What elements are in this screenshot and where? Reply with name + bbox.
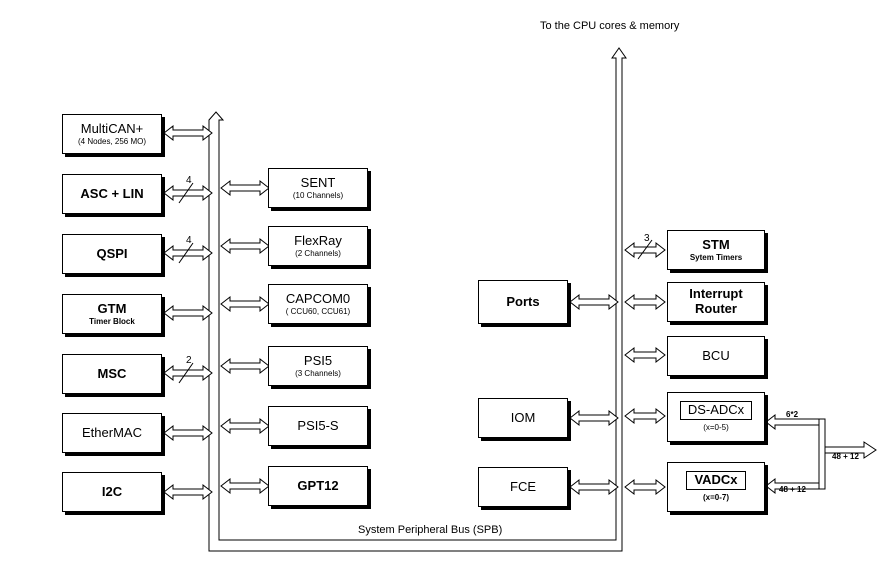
arrow-ethermac-bus — [163, 425, 213, 441]
gpt12-block: GPT12 — [268, 466, 368, 506]
dsadc-subtitle: (x=0-5) — [703, 423, 729, 433]
arrow-multican-bus — [163, 125, 213, 141]
dsadc-block: DS-ADCx (x=0-5) — [667, 392, 765, 442]
iom-block: IOM — [478, 398, 568, 438]
arrow-bus-gpt12 — [220, 478, 270, 494]
arrow-adc-output — [824, 441, 877, 459]
stm-block: STM Sytem Timers — [667, 230, 765, 270]
ports-title: Ports — [506, 293, 540, 309]
interrupt-router-block: Interrupt Router — [667, 282, 765, 322]
arrow-msc-bus — [163, 365, 213, 381]
flexray-block: FlexRay (2 Channels) — [268, 226, 368, 266]
asc-lin-title: ASC + LIN — [80, 185, 144, 201]
sent-subtitle: (10 Channels) — [292, 190, 344, 200]
asc-width-label: 4 — [186, 175, 192, 186]
fce-block: FCE — [478, 467, 568, 507]
psi5-subtitle: (3 Channels) — [295, 368, 341, 378]
bcu-block: BCU — [667, 336, 765, 376]
iom-title: IOM — [510, 409, 536, 425]
arrow-bus-bcu — [624, 347, 666, 363]
arrow-ports-bus — [569, 294, 619, 310]
i2c-block: I2C — [62, 472, 162, 512]
arrow-bus-irouter — [624, 294, 666, 310]
adc-merge-bar — [818, 418, 826, 490]
bcu-title: BCU — [702, 347, 730, 363]
capcom0-subtitle: ( CCU60, CCU61) — [285, 306, 351, 316]
qspi-title: QSPI — [96, 245, 128, 261]
interrupt-router-title: Interrupt Router — [689, 286, 743, 316]
fce-title: FCE — [510, 478, 536, 494]
multican-subtitle: (4 Nodes, 256 MO) — [77, 136, 147, 146]
gtm-title: GTM — [97, 300, 127, 316]
vadc-subtitle: (x=0-7) — [702, 493, 729, 503]
stm-subtitle: Sytem Timers — [689, 252, 743, 262]
gtm-subtitle: Timer Block — [89, 316, 135, 326]
stm-title: STM — [702, 236, 730, 252]
arrow-bus-vadc — [624, 479, 666, 495]
msc-width-label: 2 — [186, 355, 192, 366]
arrow-qspi-bus — [163, 245, 213, 261]
dsadc-width-label: 6*2 — [786, 410, 799, 419]
qspi-width-label: 4 — [186, 235, 192, 246]
cpu-label: To the CPU cores & memory — [540, 20, 680, 32]
ethermac-block: EtherMAC — [62, 413, 162, 453]
arrow-iom-bus — [569, 410, 619, 426]
flexray-subtitle: (2 Channels) — [295, 248, 341, 258]
arrow-asc-bus — [163, 185, 213, 201]
spb-bus — [208, 47, 627, 552]
psi5-block: PSI5 (3 Channels) — [268, 346, 368, 386]
bus-label: System Peripheral Bus (SPB) — [358, 524, 503, 536]
capcom0-block: CAPCOM0 ( CCU60, CCU61) — [268, 284, 368, 324]
arrow-bus-flexray — [220, 238, 270, 254]
msc-block: MSC — [62, 354, 162, 394]
qspi-block: QSPI — [62, 234, 162, 274]
asc-lin-block: ASC + LIN — [62, 174, 162, 214]
stm-width-label: 3 — [644, 233, 650, 244]
ports-block: Ports — [478, 280, 568, 324]
sent-title: SENT — [300, 174, 336, 190]
vadc-block: VADCx (x=0-7) — [667, 462, 765, 512]
psi5s-block: PSI5-S — [268, 406, 368, 446]
gpt12-title: GPT12 — [297, 477, 339, 493]
sent-block: SENT (10 Channels) — [268, 168, 368, 208]
vadc-width-label: 48 + 12 — [779, 485, 806, 494]
ethermac-title: EtherMAC — [82, 424, 142, 440]
psi5-title: PSI5 — [303, 352, 333, 368]
arrow-bus-sent — [220, 180, 270, 196]
arrow-fce-bus — [569, 479, 619, 495]
dsadc-title: DS-ADCx — [679, 401, 753, 421]
multican-title: MultiCAN+ — [80, 120, 144, 136]
arrow-bus-psi5 — [220, 358, 270, 374]
arrow-i2c-bus — [163, 484, 213, 500]
multican-block: MultiCAN+ (4 Nodes, 256 MO) — [62, 114, 162, 154]
arrow-bus-dsadc — [624, 408, 666, 424]
arrow-bus-capcom0 — [220, 296, 270, 312]
adc-output-width-label: 48 + 12 — [832, 452, 859, 461]
vadc-title: VADCx — [686, 471, 746, 491]
gtm-block: GTM Timer Block — [62, 294, 162, 334]
psi5s-title: PSI5-S — [297, 417, 339, 433]
capcom0-title: CAPCOM0 — [285, 290, 351, 306]
arrow-gtm-bus — [163, 305, 213, 321]
arrow-bus-psi5s — [220, 418, 270, 434]
msc-title: MSC — [97, 365, 127, 381]
i2c-title: I2C — [101, 483, 123, 499]
flexray-title: FlexRay — [294, 232, 342, 248]
